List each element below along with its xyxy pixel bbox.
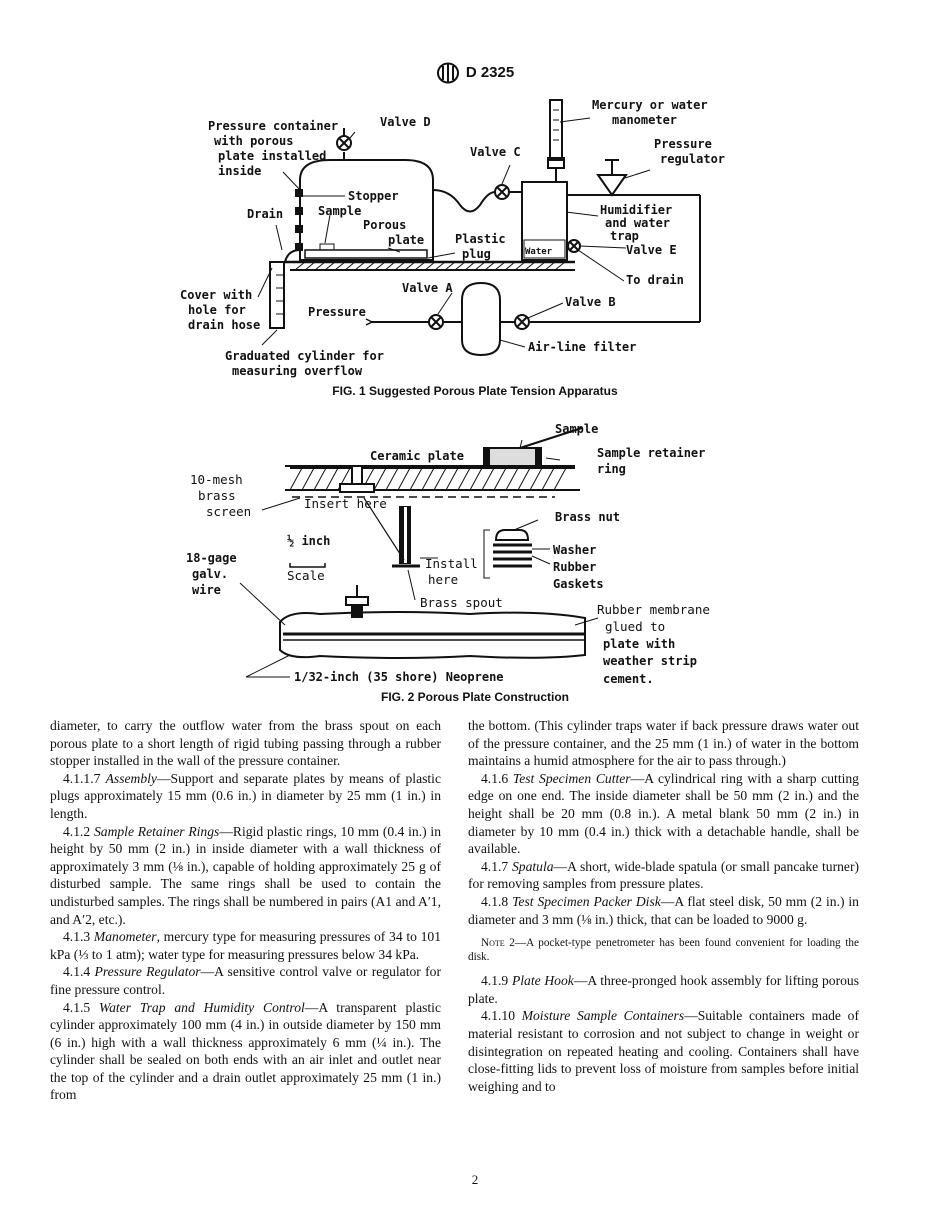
paragraph: diameter, to carry the outflow water fro… <box>50 718 441 769</box>
label-wire: wire <box>192 583 221 597</box>
label-valve-c: Valve C <box>470 145 521 159</box>
label-air-filter: Air-line filter <box>528 340 636 354</box>
label-half-inch: ½ inch <box>287 534 330 548</box>
label-drain: Drain <box>247 207 283 221</box>
astm-logo-icon <box>436 62 459 84</box>
label-mesh: brass <box>198 488 236 503</box>
label-cover: Cover with <box>180 288 252 302</box>
paragraph: the bottom. (This cylinder traps water i… <box>468 718 859 769</box>
label-pressure-container: plate installed <box>218 149 326 163</box>
label-retainer: Sample retainer <box>597 446 705 460</box>
paragraph: 4.1.6 Test Specimen Cutter—A cylindrical… <box>468 770 859 857</box>
label-membrane: Rubber membrane <box>597 602 710 617</box>
label-valve-e: Valve E <box>626 243 677 257</box>
page-header: D 2325 <box>0 62 950 84</box>
page-number: 2 <box>471 1172 479 1187</box>
label-mesh: 10-mesh <box>190 472 243 487</box>
label-regulator: Pressure <box>654 137 712 151</box>
label-valve-b: Valve B <box>565 295 616 309</box>
label-humidifier: trap <box>610 229 639 243</box>
label-washer: Washer <box>553 543 596 557</box>
label-pressure-container: with porous <box>214 134 293 148</box>
paragraph: 4.1.4 Pressure Regulator—A sensitive con… <box>50 964 441 997</box>
label-pressure: Pressure <box>308 305 366 319</box>
paragraph: 4.1.10 Moisture Sample Containers—Suitab… <box>468 1008 859 1094</box>
label-rubber: Rubber <box>553 560 596 574</box>
label-membrane: glued to <box>605 619 665 634</box>
label-fig2-sample: Sample <box>555 422 598 436</box>
figure-1-diagram: Pressure container with porous plate ins… <box>180 98 725 378</box>
label-regulator: regulator <box>660 152 725 166</box>
label-install-here: Install <box>425 556 478 571</box>
paragraph: 4.1.3 Manometer, mercury type for measur… <box>50 929 441 962</box>
note-2: Note 2—A pocket-type penetrometer has be… <box>468 937 859 964</box>
label-manometer: Mercury or water <box>592 98 708 112</box>
label-gaskets: Gaskets <box>553 577 604 591</box>
label-manometer: manometer <box>612 113 677 127</box>
label-mesh: screen <box>206 504 251 519</box>
label-humidifier: Humidifier <box>600 203 672 217</box>
label-wire: galv. <box>192 567 228 581</box>
label-porous-plate: Porous <box>363 218 406 232</box>
label-neoprene: 1/32-inch (35 shore) Neoprene <box>294 670 504 684</box>
label-retainer: ring <box>597 462 626 476</box>
label-pressure-container: Pressure container <box>208 119 338 133</box>
label-membrane: plate with <box>603 637 675 651</box>
left-text-column: diameter, to carry the outflow water fro… <box>50 717 441 1104</box>
label-valve-a: Valve A <box>402 281 453 295</box>
paragraph: 4.1.1.7 Assembly—Support and separate pl… <box>50 770 441 821</box>
label-brass-spout: Brass spout <box>420 595 503 610</box>
label-stopper: Stopper <box>348 189 399 203</box>
label-brass-nut: Brass nut <box>555 510 620 524</box>
label-cover: drain hose <box>188 318 260 332</box>
label-cover: hole for <box>188 303 246 317</box>
label-to-drain: To drain <box>626 273 684 287</box>
label-sample: Sample <box>318 204 361 218</box>
paragraph: 4.1.2 Sample Retainer Rings—Rigid plasti… <box>50 823 441 927</box>
figure-2-diagram: Sample Ceramic plate Sample retainer rin… <box>186 422 710 686</box>
paragraph: 4.1.8 Test Specimen Packer Disk—A flat s… <box>468 893 859 927</box>
label-scale: Scale <box>287 568 325 583</box>
label-plastic-plug: Plastic <box>455 232 506 246</box>
label-cylinder: measuring overflow <box>232 364 363 378</box>
label-porous-plate: plate <box>388 233 424 247</box>
document-code: D 2325 <box>465 63 515 81</box>
label-water: Water <box>525 247 553 257</box>
label-plastic-plug: plug <box>462 247 491 261</box>
figure-2-caption: FIG. 2 Porous Plate Construction <box>380 690 570 704</box>
label-wire: 18-gage <box>186 551 237 565</box>
label-pressure-container: inside <box>218 164 261 178</box>
label-insert-here: Insert here <box>304 496 387 511</box>
paragraph: 4.1.5 Water Trap and Humidity Control—A … <box>50 999 441 1103</box>
figure-1-caption: FIG. 1 Suggested Porous Plate Tension Ap… <box>332 384 618 398</box>
label-valve-d: Valve D <box>380 115 431 129</box>
right-text-column: the bottom. (This cylinder traps water i… <box>468 717 859 1095</box>
paragraph: 4.1.7 Spatula—A short, wide-blade spatul… <box>468 858 859 892</box>
label-install-here: here <box>428 572 458 587</box>
label-membrane: weather strip <box>603 654 697 668</box>
label-membrane: cement. <box>603 672 654 686</box>
label-cylinder: Graduated cylinder for <box>225 349 384 363</box>
label-humidifier: and water <box>605 216 670 230</box>
paragraph: 4.1.9 Plate Hook—A three-pronged hook as… <box>468 973 860 1006</box>
label-ceramic-plate: Ceramic plate <box>370 449 464 463</box>
